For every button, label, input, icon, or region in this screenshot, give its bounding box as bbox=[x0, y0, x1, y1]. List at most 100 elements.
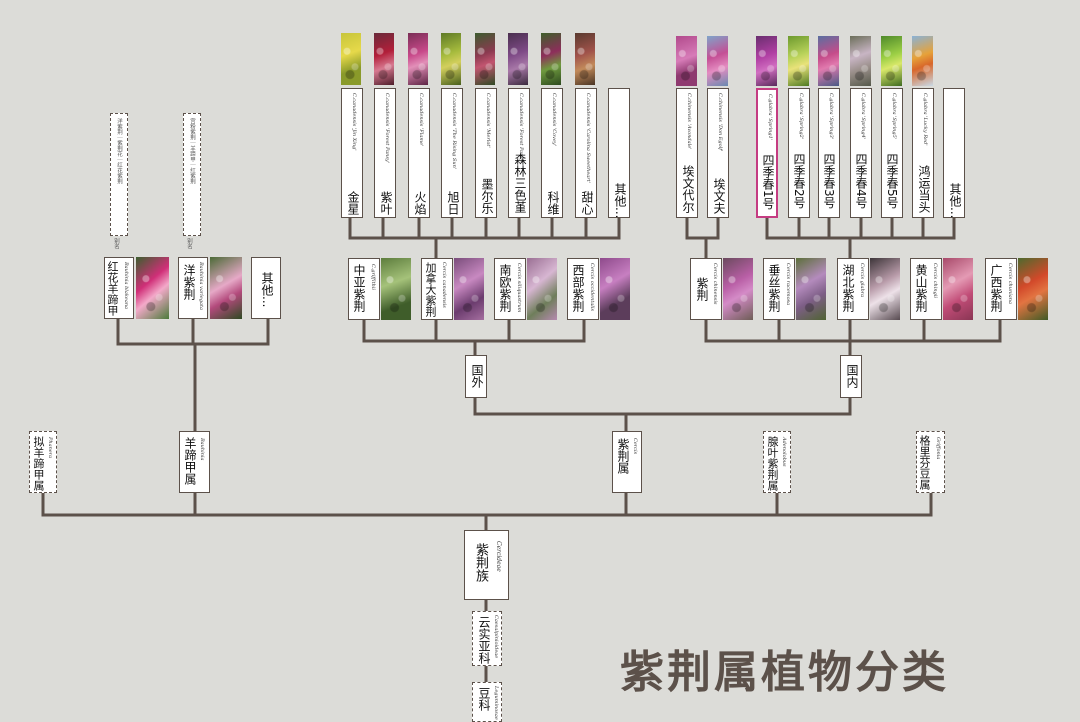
cultivar-photo bbox=[441, 33, 461, 85]
node-species-siliquastrum: 南欧紫荆 Cercis siliquastrum bbox=[494, 258, 526, 320]
cultivar-card: C.glabra 'Spring2' 四季春2号 bbox=[788, 88, 810, 218]
cultivar-card: 其他... bbox=[943, 88, 965, 218]
cultivar-card: C.glabra 'Spring4' 四季春4号 bbox=[850, 88, 872, 218]
cultivar-card: 其他... bbox=[608, 88, 630, 218]
cultivar-photo bbox=[541, 33, 561, 85]
node-species-bauhinia-other: 其他... bbox=[251, 257, 281, 319]
cultivar-photo bbox=[676, 36, 697, 86]
alias-tag: 别名 bbox=[186, 238, 192, 249]
cultivar-card: C.canadensis 'Jin Xing' 金星 bbox=[341, 88, 363, 218]
alias-tag: 别名 bbox=[113, 238, 119, 249]
node-species-bauhinia-blakeana: 红花羊蹄甲 Bauhinia blakeana bbox=[104, 257, 134, 319]
node-genus-cercis-label: 紫荆属 bbox=[616, 438, 630, 474]
cultivar-photo bbox=[881, 36, 902, 86]
node-genus-cercis-latin: Cercis bbox=[632, 438, 638, 455]
species-latin: Bauhinia variegata bbox=[198, 262, 204, 311]
node-genus-adenolobus-label: 腺叶紫荆属 bbox=[766, 436, 779, 491]
flower-photo bbox=[136, 257, 169, 319]
cultivar-photo bbox=[756, 36, 777, 86]
cultivar-card-highlighted: C.glabra 'Spring1' 四季春1号 bbox=[756, 88, 778, 218]
cultivar-card: C.canadensis 'Flame' 火焰 bbox=[408, 88, 430, 218]
cultivar-label: 鸿运当头 bbox=[917, 165, 931, 213]
flower-photo bbox=[381, 258, 411, 320]
node-alias-bauhinia-variegata: 宫粉紫荆｜羊蹄甲｜红紫荆 bbox=[183, 113, 201, 236]
cultivar-latin: C.glabra 'Spring3' bbox=[828, 93, 834, 140]
node-genus-griffonia-latin: Griffonia bbox=[935, 437, 941, 460]
cultivar-latin: C.chinensis 'Don Egolf' bbox=[717, 93, 723, 152]
flower-photo bbox=[870, 258, 900, 320]
node-species-chingii: 黄山紫荆 Cercis chingii bbox=[910, 258, 942, 320]
species-latin: Cercis racemosa bbox=[785, 263, 791, 306]
node-family-leguminosae: 豆科 Leguminosae bbox=[472, 682, 502, 722]
species-latin: C.griffithii bbox=[370, 264, 376, 290]
cultivar-card: C.canadensis 'Merlot' 墨尔乐 bbox=[475, 88, 497, 218]
species-latin: Cercis chinensis bbox=[712, 263, 718, 305]
cultivar-latin: C.glabra 'Spring5' bbox=[891, 93, 897, 140]
node-tribe-latin: Cercideae bbox=[495, 541, 502, 572]
node-species-occidentalis: 西部紫荆 Cercis occidentalis bbox=[567, 258, 599, 320]
species-label: 紫荆 bbox=[695, 277, 709, 301]
node-genus-phanera-label: 拟羊蹄甲属 bbox=[32, 436, 45, 491]
cultivar-label: 火焰 bbox=[413, 191, 427, 215]
node-region-domestic-label: 国内 bbox=[845, 364, 859, 388]
cultivar-card: C.canadensis 'The Rising Sun' 旭日 bbox=[441, 88, 463, 218]
species-latin: Cercis chuniana bbox=[1007, 263, 1013, 304]
flower-photo bbox=[723, 258, 753, 320]
cultivar-card: C.canadensis 'Forest Pansy' 紫叶 bbox=[374, 88, 396, 218]
flower-photo bbox=[600, 258, 630, 320]
node-tribe-cercideae: 紫荆族 Cercideae bbox=[464, 530, 509, 600]
cultivar-label: 其他... bbox=[948, 183, 962, 218]
node-subfamily-caesalpinioideae: 云实亚科 Caesalpinioideae bbox=[472, 611, 502, 666]
alias-text: 洋紫荆｜紫荆花｜红花紫荆 bbox=[116, 118, 122, 184]
node-genus-cercis: 紫荆属 Cercis bbox=[612, 431, 642, 493]
cultivar-label: 四季春4号 bbox=[854, 153, 868, 209]
node-genus-bauhinia-label: 羊蹄甲属 bbox=[183, 437, 197, 485]
cultivar-card: C.canadensis 'Covey' 科维 bbox=[541, 88, 563, 218]
alias-text: 宫粉紫荆｜羊蹄甲｜红紫荆 bbox=[189, 118, 195, 184]
cultivar-photo bbox=[850, 36, 871, 86]
cultivar-photo bbox=[788, 36, 809, 86]
species-label: 南欧紫荆 bbox=[498, 264, 512, 312]
cultivar-label: 埃文代尔 bbox=[681, 165, 695, 213]
cultivar-card: C.chinensis 'Avondale' 埃文代尔 bbox=[676, 88, 698, 218]
flower-photo bbox=[1018, 258, 1048, 320]
node-tribe-label: 紫荆族 bbox=[473, 543, 488, 582]
node-genus-phanera: 拟羊蹄甲属 Phanera bbox=[29, 431, 57, 493]
species-label: 垂丝紫荆 bbox=[767, 264, 781, 312]
cultivar-photo bbox=[818, 36, 839, 86]
cultivar-label: 甜心 bbox=[580, 191, 594, 215]
cultivar-latin: C.glabra 'Spring1' bbox=[767, 94, 773, 141]
cultivar-label: 金星 bbox=[346, 191, 360, 215]
cultivar-label: 四季春5号 bbox=[885, 153, 899, 209]
cultivar-latin: C.canadensis 'Forest Pansy' bbox=[384, 93, 390, 164]
cultivar-latin: C.glabra 'Lucky Red' bbox=[922, 93, 928, 146]
cultivar-photo bbox=[508, 33, 528, 85]
species-label: 红花羊蹄甲 bbox=[106, 261, 119, 316]
node-species-chuniana: 广西紫荆 Cercis chuniana bbox=[985, 258, 1017, 320]
node-genus-bauhinia-latin: Bauhinia bbox=[199, 438, 205, 461]
cultivar-photo bbox=[374, 33, 394, 85]
cultivar-card: C.canadensis 'Carolina Sweetheart' 甜心 bbox=[575, 88, 597, 218]
cultivar-latin: C.canadensis 'Carolina Sweetheart' bbox=[585, 93, 591, 184]
cultivar-label: 四季春2号 bbox=[792, 153, 806, 209]
node-family-latin: Leguminosae bbox=[493, 686, 499, 720]
cultivar-label: 埃文夫 bbox=[712, 178, 726, 214]
flower-photo bbox=[210, 257, 242, 319]
cultivar-photo bbox=[575, 33, 595, 85]
node-family-label: 豆科 bbox=[477, 687, 491, 711]
page-title: 紫荆属植物分类 bbox=[620, 647, 949, 698]
flower-photo bbox=[454, 258, 484, 320]
flower-photo bbox=[527, 258, 557, 320]
cultivar-latin: C.canadensis 'Covey' bbox=[551, 93, 557, 147]
species-label: 广西紫荆 bbox=[989, 264, 1003, 312]
species-latin: Cercis siliquastrum bbox=[516, 263, 522, 313]
node-subfamily-label: 云实亚科 bbox=[477, 616, 491, 664]
node-species-bauhinia-variegata: 洋紫荆 Bauhinia variegata bbox=[178, 257, 208, 319]
node-species-canadensis: 加拿大紫荆 Cercis canadensis bbox=[421, 258, 453, 320]
species-label: 中亚紫荆 bbox=[352, 264, 366, 312]
cultivar-latin: C.canadensis 'The Rising Sun' bbox=[451, 93, 457, 170]
node-genus-phanera-latin: Phanera bbox=[47, 437, 53, 459]
cultivar-photo bbox=[707, 36, 728, 86]
